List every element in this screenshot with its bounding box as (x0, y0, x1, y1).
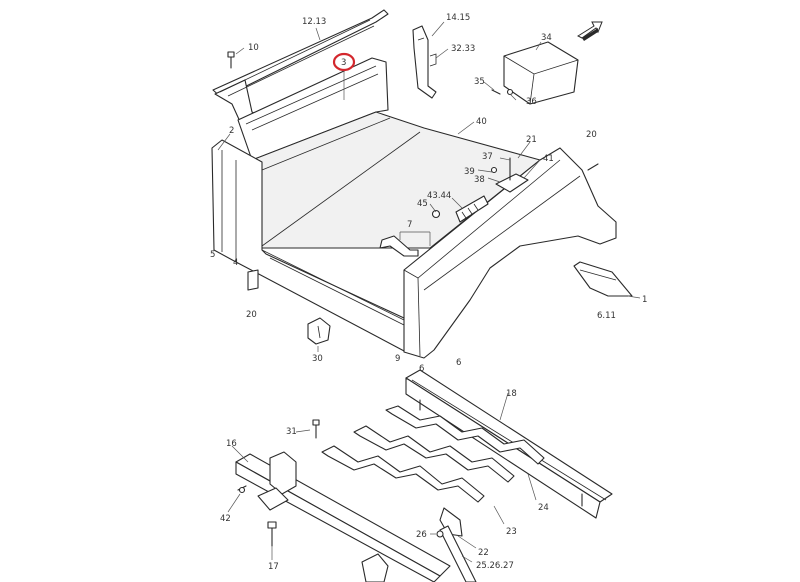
part-30-block (307, 317, 331, 345)
callout-25-26-27: 25.26.27 (476, 561, 514, 571)
callout-20-left: 20 (246, 310, 257, 320)
callout-45: 45 (417, 199, 428, 209)
part-6-right-side-panel (403, 147, 617, 359)
callout-37: 37 (482, 152, 493, 162)
part-34-box (503, 41, 579, 105)
callout-4: 4 (233, 258, 238, 268)
part-20-bolt-right (587, 163, 599, 171)
callout-23: 23 (506, 527, 517, 537)
part-21-37-41-hinge (490, 157, 529, 193)
callout-38: 38 (474, 175, 485, 185)
callout-26: 26 (416, 530, 427, 540)
callout-2: 2 (229, 126, 234, 136)
callout-39: 39 (464, 167, 475, 177)
part-12-13-rail (212, 9, 389, 127)
part-14-15-bracket (412, 25, 437, 99)
callout-18: 18 (506, 389, 517, 399)
part-5-left-side-panel (211, 139, 407, 353)
callout-32-33: 32.33 (451, 44, 475, 54)
callout-6-left: 6 (419, 364, 424, 374)
callout-3: 3 (341, 58, 346, 68)
callout-22: 22 (478, 548, 489, 558)
callout-20-right: 20 (586, 130, 597, 140)
callout-7: 7 (407, 220, 412, 230)
part-23-reinforcement (353, 425, 515, 483)
part-24-reinforcement (385, 405, 545, 465)
callout-42: 42 (220, 514, 231, 524)
part-45-grommet (431, 209, 441, 219)
part-16-frame-member (235, 451, 451, 582)
callout-31: 31 (286, 427, 297, 437)
callout-43-44: 43.44 (427, 191, 451, 201)
callout-35: 35 (474, 77, 485, 87)
selected-part-highlight (332, 52, 356, 72)
callout-6-right: 6 (456, 358, 461, 368)
part-20-pad (247, 269, 259, 291)
callout-34: 34 (541, 33, 552, 43)
part-1-mudflap (573, 261, 633, 297)
part-25-26-27-strap (436, 525, 477, 582)
callout-24: 24 (538, 503, 549, 513)
part-43-44-spring (455, 195, 489, 223)
callout-5: 5 (210, 250, 215, 260)
callout-21: 21 (526, 135, 537, 145)
callout-30: 30 (312, 354, 323, 364)
part-42-bolt (237, 485, 247, 494)
callout-36: 36 (526, 97, 537, 107)
callout-17: 17 (268, 562, 279, 572)
callout-14-15: 14.15 (446, 13, 470, 23)
part-35-36-fasteners (491, 88, 514, 96)
front-arrow-icon (576, 21, 603, 41)
leader-lines (217, 21, 641, 563)
part-7-bracket (379, 235, 419, 257)
part-10-bolt (227, 51, 235, 69)
part-17-bolt (267, 521, 277, 547)
part-31-bolt (312, 419, 320, 439)
callout-16: 16 (226, 439, 237, 449)
part-32-33-clip (429, 53, 437, 67)
callout-40: 40 (476, 117, 487, 127)
callout-41: 41 (543, 154, 554, 164)
callout-12-13: 12.13 (302, 17, 326, 27)
callout-1: 1 (642, 295, 647, 305)
callout-6-11: 6.11 (597, 311, 616, 321)
callout-9: 9 (395, 354, 400, 364)
callout-10: 10 (248, 43, 259, 53)
